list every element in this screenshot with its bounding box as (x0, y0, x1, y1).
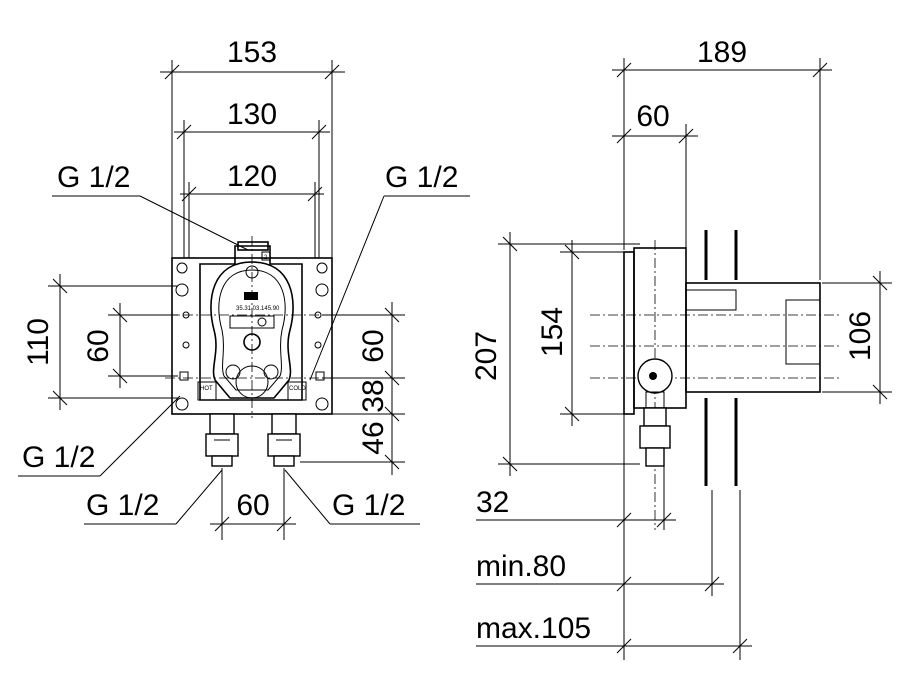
dim-130-label: 130 (227, 98, 277, 131)
serial-label: 35.31.03.145.90 (236, 306, 280, 312)
wall-lines (704, 230, 738, 486)
dim-207-label: 207 (470, 331, 503, 381)
dim-60-left: 60 (82, 303, 178, 388)
front-view: 153 130 120 G 1/2 (18, 36, 470, 540)
dim-max105: max.105 (476, 490, 752, 660)
dim-max105-label: max.105 (476, 612, 591, 645)
mounting-plate: 2 35.31.03.145.90 HOT COLD (165, 236, 340, 418)
label-hot: HOT (200, 386, 213, 392)
dim-60-bottom-label: 60 (236, 489, 269, 522)
dim-106-label: 106 (844, 311, 877, 361)
part-number: 2 (264, 255, 268, 261)
dim-right-stack: 60 38 46 (300, 302, 405, 475)
leader-side-left: G 1/2 (18, 395, 181, 477)
dim-min80: min.80 (476, 490, 724, 596)
dim-106: 106 (822, 271, 892, 404)
dim-min80-label: min.80 (476, 550, 566, 583)
dim-189-label: 189 (697, 36, 747, 69)
dim-32: 32 (476, 414, 676, 660)
dim-153-label: 153 (227, 36, 277, 69)
dim-189: 189 (612, 36, 832, 280)
dim-120-label: 120 (227, 160, 277, 193)
leader-bottom-left: G 1/2 (84, 469, 223, 525)
dim-60-side-label: 60 (636, 100, 669, 133)
dim-60-right-label: 60 (357, 329, 390, 362)
dim-130: 130 (174, 98, 330, 258)
leader-top-right: G 1/2 (309, 161, 470, 381)
dim-154-label: 154 (536, 307, 569, 357)
thread-label-top-right: G 1/2 (385, 161, 458, 194)
side-view: 189 60 207 154 (470, 36, 892, 660)
dim-110: 110 (22, 274, 178, 410)
thread-label-bottom-right: G 1/2 (332, 489, 405, 522)
thread-label-top-left: G 1/2 (57, 161, 130, 194)
leader-top-left: G 1/2 (52, 161, 249, 251)
leader-bottom-right: G 1/2 (284, 469, 420, 525)
dim-110-label: 110 (22, 318, 55, 366)
dim-207: 207 (470, 232, 640, 476)
dim-153: 153 (160, 36, 345, 258)
dim-154: 154 (536, 240, 630, 426)
valve-body-side (590, 240, 840, 530)
dim-38-label: 38 (357, 379, 390, 412)
dim-46-label: 46 (357, 421, 390, 454)
dim-60-side: 60 (612, 100, 698, 250)
dim-32-label: 32 (476, 486, 509, 519)
thread-label-bottom-left: G 1/2 (86, 489, 159, 522)
dim-60-bottom: 60 (210, 468, 296, 540)
dim-60-left-label: 60 (82, 329, 115, 362)
label-cold: COLD (289, 386, 306, 392)
thread-label-side-left: G 1/2 (22, 441, 95, 474)
outlet-fittings (205, 413, 301, 467)
